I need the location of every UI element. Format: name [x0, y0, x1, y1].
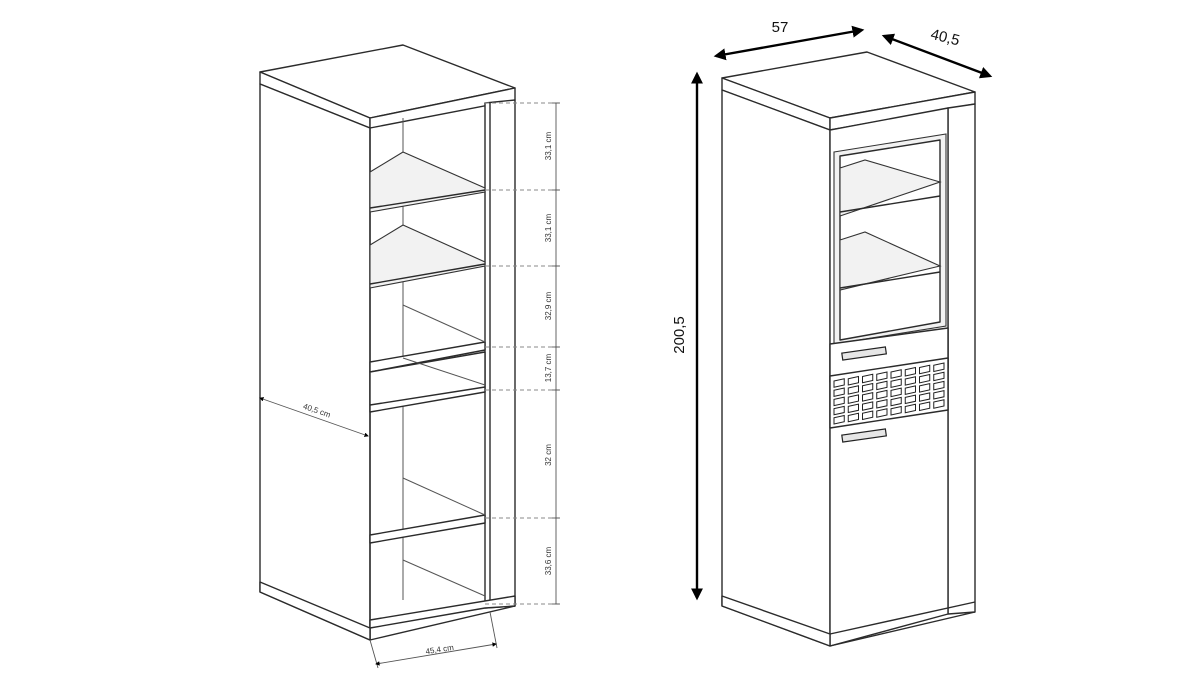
shelf-height-label-1: 33,1 cm — [544, 131, 553, 160]
glass-shelf-2 — [369, 224, 486, 289]
grille-cell — [890, 369, 902, 379]
grille-cell — [847, 403, 859, 414]
grille-cell — [933, 362, 945, 373]
grille-cell — [833, 378, 845, 388]
grille-cell — [862, 410, 874, 421]
drawer-handle — [841, 346, 888, 361]
depth-arrow — [881, 33, 993, 79]
grille-cell — [876, 408, 888, 418]
grille-cell — [833, 405, 845, 416]
grille-cell — [904, 394, 916, 405]
grille-cell — [890, 387, 902, 398]
grille-cell — [904, 376, 916, 386]
grille-cell — [862, 392, 874, 402]
grille-cell — [904, 385, 916, 395]
grille-cell — [904, 403, 916, 414]
depth-label-right: 40,5 — [929, 26, 961, 50]
grille-cell — [833, 387, 845, 398]
grille-cell — [876, 389, 888, 400]
shelf-height-label-4: 13,7 cm — [544, 353, 553, 382]
grille-cell — [890, 378, 902, 389]
grille-cell — [890, 405, 902, 416]
grille-cell — [919, 401, 931, 412]
door-handle — [841, 428, 888, 443]
grille-cell — [933, 380, 945, 391]
left-cabinet-open: 33,1 cm 33,1 cm 32,9 cm 13,7 cm 32 cm 33… — [259, 44, 560, 669]
height-label: 200,5 — [671, 316, 688, 354]
grille-cell — [919, 373, 931, 384]
grille-cell — [847, 412, 859, 423]
grille-cell — [876, 398, 888, 409]
grille-cell — [847, 394, 859, 404]
grille-cell — [876, 371, 888, 382]
grille-cell — [919, 383, 931, 393]
grille-cell — [933, 389, 945, 400]
grille-cell — [890, 396, 902, 407]
glass-shelf-1 — [369, 151, 486, 213]
grille-cell — [862, 382, 874, 393]
grille-cell — [833, 414, 845, 425]
grille-cell — [919, 392, 931, 402]
decorative-grille — [829, 357, 949, 429]
shelf-height-label-6: 33,6 cm — [544, 546, 553, 575]
grille-cell — [847, 375, 859, 386]
width-arrow — [713, 25, 865, 61]
width-label: 57 — [772, 19, 789, 36]
drawer-front — [369, 351, 486, 413]
side-panel-right — [721, 89, 831, 647]
grille-cell — [904, 366, 916, 377]
inner-width-label: 45,4 cm — [425, 643, 455, 656]
grille-cell — [862, 401, 874, 411]
grille-cell — [833, 396, 845, 407]
grille-cell — [933, 371, 945, 382]
grille-cell — [862, 373, 874, 384]
solid-shelf-1 — [369, 341, 486, 373]
shelf-height-label-3: 32,9 cm — [544, 291, 553, 320]
left-side-panel — [259, 83, 371, 641]
grille-cell — [876, 380, 888, 391]
shelf-height-label-2: 33,1 cm — [544, 213, 553, 242]
grille-cell — [933, 399, 945, 409]
solid-shelf-2 — [369, 514, 486, 544]
grille-cell — [919, 364, 931, 375]
grille-cell — [847, 385, 859, 395]
shelf-height-label-5: 32 cm — [544, 444, 553, 466]
right-cabinet-closed: 57 40,5 200,5 — [671, 19, 993, 647]
